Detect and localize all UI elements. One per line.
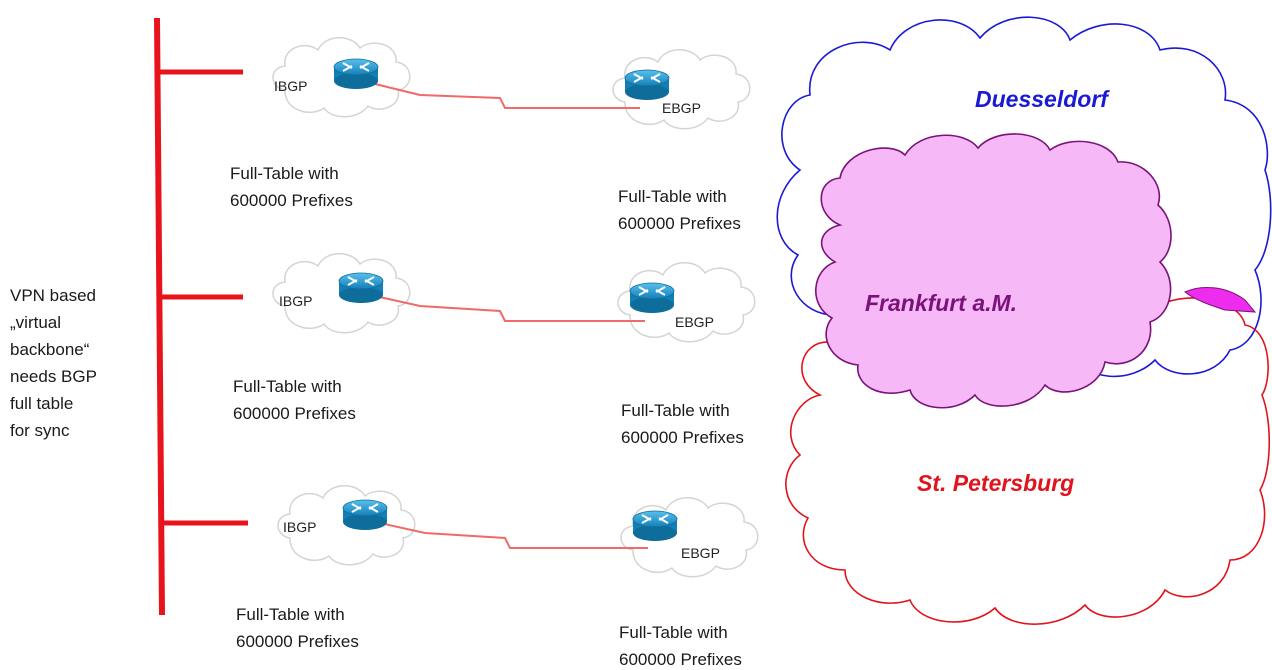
ebgp-router-icon-2 (629, 282, 675, 314)
ebgp-link-1 (374, 83, 640, 109)
ebgp-table-caption-1: Full-Table with 600000 Prefixes (618, 187, 741, 233)
ebgp-router-icon-3 (632, 510, 678, 542)
ebgp-link-3 (379, 522, 648, 549)
ibgp-router-icon-1 (333, 58, 379, 90)
ebgp-table-caption-2: Full-Table with 600000 Prefixes (621, 401, 744, 447)
ebgp-label-3: EBGP (681, 545, 720, 561)
site-2 (272, 252, 756, 343)
frankfurt-overlap-patch (1184, 287, 1257, 313)
ibgp-label-3: IBGP (283, 519, 317, 535)
city-clouds (776, 16, 1272, 625)
frankfurt-cloud (815, 133, 1172, 409)
ebgp-label-1: EBGP (662, 100, 701, 116)
ibgp-label-2: IBGP (279, 293, 313, 309)
ibgp-table-caption-2: Full-Table with 600000 Prefixes (233, 377, 356, 423)
ibgp-table-caption-1: Full-Table with 600000 Prefixes (230, 164, 353, 210)
vpn-backbone-note: VPN based „virtual backbone“ needs BGP f… (10, 286, 97, 440)
site-1 (272, 36, 751, 130)
city-label-petersburg: St. Petersburg (917, 470, 1075, 496)
ibgp-label-1: IBGP (274, 78, 308, 94)
backbone-bus (154, 17, 248, 616)
site-3 (277, 484, 759, 578)
city-label-duesseldorf: Duesseldorf (975, 86, 1108, 112)
ibgp-router-icon-3 (342, 499, 388, 531)
ebgp-table-caption-3: Full-Table with 600000 Prefixes (619, 623, 742, 669)
city-label-frankfurt: Frankfurt a.M. (865, 290, 1018, 316)
ibgp-router-icon-2 (338, 272, 384, 304)
ebgp-link-2 (374, 295, 645, 322)
ebgp-label-2: EBGP (675, 314, 714, 330)
backbone-line (154, 17, 165, 616)
ebgp-router-icon-1 (624, 69, 670, 101)
ibgp-table-caption-3: Full-Table with 600000 Prefixes (236, 605, 359, 651)
